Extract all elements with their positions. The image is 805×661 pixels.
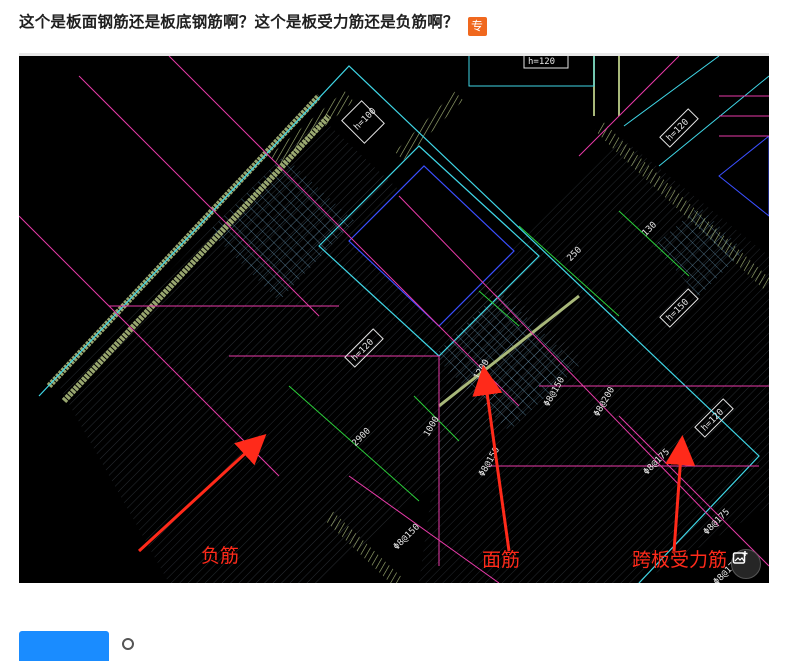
image-edit-icon[interactable]	[731, 549, 761, 579]
outline	[38, 65, 760, 583]
circle-icon[interactable]	[122, 638, 134, 650]
hatch-panel	[434, 291, 579, 431]
primary-action-button[interactable]	[19, 631, 109, 661]
wall-line	[269, 90, 354, 167]
dimension-lines	[288, 210, 690, 502]
wall-line	[594, 121, 769, 291]
wall-line	[394, 91, 464, 161]
annotation-arrows	[137, 365, 696, 553]
slab-label-boxes	[341, 56, 734, 438]
opening	[348, 165, 515, 327]
arrow-span-rebar	[665, 435, 696, 552]
image-edit-glyph	[732, 551, 748, 564]
slab-label: h=100	[352, 106, 378, 132]
wall-line	[324, 511, 404, 583]
rebar-label: Φ8@150	[392, 522, 422, 552]
annotation-top-rebar: 面筋	[482, 549, 520, 571]
question-text: 这个是板面钢筋还是板底钢筋啊？这个是板受力筋还是负筋啊？	[19, 13, 459, 31]
arrow-negative-rebar	[137, 433, 267, 553]
tag-badge[interactable]: 专	[467, 17, 487, 36]
hatch-panel	[209, 156, 354, 301]
cad-drawing-svg: h=100 h=120 h=120 h=120 h=120 h=150 Φ8@1…	[19, 56, 769, 583]
wall-line	[593, 56, 620, 116]
rebar-lines	[19, 56, 769, 583]
slab-label: h=120	[528, 57, 555, 67]
cad-drawing-image[interactable]: h=100 h=120 h=120 h=120 h=120 h=150 Φ8@1…	[19, 53, 769, 583]
arrow-top-rebar	[472, 365, 511, 552]
wall-line	[438, 294, 580, 408]
outline	[623, 56, 769, 167]
outline	[468, 56, 595, 87]
opening	[718, 135, 769, 217]
annotation-negative-rebar: 负筋	[201, 545, 239, 567]
annotation-span-rebar: 跨板受力筋	[632, 549, 727, 571]
question-title: 这个是板面钢筋还是板底钢筋啊？这个是板受力筋还是负筋啊？ 专	[19, 11, 487, 36]
hatch-panel	[654, 206, 744, 296]
